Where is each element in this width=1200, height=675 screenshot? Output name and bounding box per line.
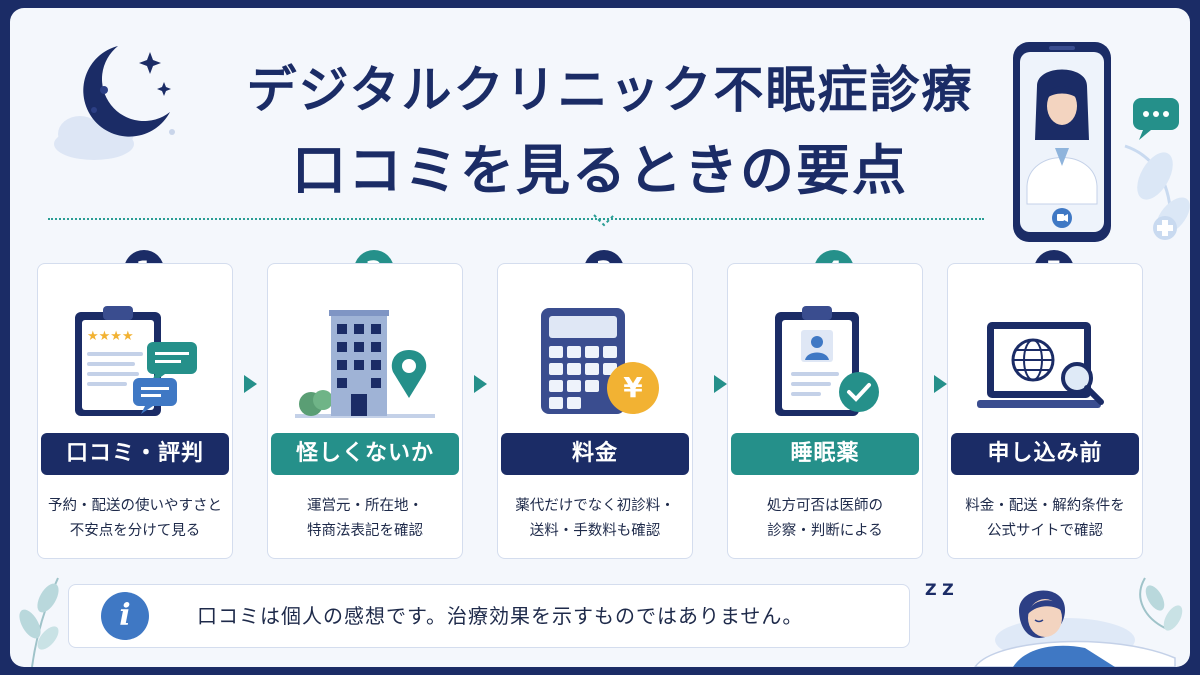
moon-icon — [32, 34, 212, 164]
step-card-before-applying: 申し込み前 料金・配送・解約条件を 公式サイトで確認 — [947, 263, 1143, 559]
step-desc-fees: 薬代だけでなく初診料・ 送料・手数料も確認 — [498, 494, 692, 544]
clipboard-review-icon: ★★★★ — [55, 300, 215, 422]
step-label-sleeping-pills: 睡眠薬 — [731, 433, 919, 475]
step-desc-trust: 運営元・所在地・ 特商法表記を確認 — [268, 494, 462, 544]
sleep-z-icon: Z Z — [925, 580, 954, 599]
desc-line: 不安点を分けて見る — [69, 523, 201, 539]
step-card-fees: ¥ 料金 薬代だけでなく初診料・ 送料・手数料も確認 — [497, 263, 693, 559]
arrow-right-icon — [474, 375, 487, 393]
laptop-search-icon — [965, 300, 1125, 422]
title-line-2: 口コミを見るときの要点 — [292, 139, 908, 202]
svg-text:★★★★: ★★★★ — [87, 329, 134, 344]
leaf-decoration-icon — [14, 568, 74, 667]
desc-line: 送料・手数料も確認 — [529, 523, 661, 539]
step-desc-reviews: 予約・配送の使いやすさと 不安点を分けて見る — [38, 494, 232, 544]
dotted-divider — [48, 218, 984, 220]
desc-line: 料金・配送・解約条件を — [965, 498, 1125, 514]
clipboard-doctor-check-icon — [745, 300, 905, 422]
desc-line: 薬代だけでなく初診料・ — [515, 498, 675, 514]
step-desc-sleeping-pills: 処方可否は医師の 診察・判断による — [728, 494, 922, 544]
divider-notch — [592, 213, 616, 229]
sleeping-person-illustration: Z Z — [915, 568, 1190, 667]
step-label-fees: 料金 — [501, 433, 689, 475]
step-card-sleeping-pills: 睡眠薬 処方可否は医師の 診察・判断による — [727, 263, 923, 559]
step-desc-before-applying: 料金・配送・解約条件を 公式サイトで確認 — [948, 494, 1142, 544]
arrow-right-icon — [714, 375, 727, 393]
infographic-frame: デジタルクリニック不眠症診療 口コミを見るときの要点 — [10, 8, 1190, 667]
desc-line: 予約・配送の使いやすさと — [48, 498, 222, 514]
title-line-1: デジタルクリニック不眠症診療 — [246, 61, 974, 119]
yen-icon: ¥ — [623, 371, 643, 404]
disclaimer-banner: i 口コミは個人の感想です。治療効果を示すものではありません。 — [68, 584, 910, 648]
arrow-right-icon — [244, 375, 257, 393]
step-label-trust: 怪しくないか — [271, 433, 459, 475]
disclaimer-text: 口コミは個人の感想です。治療効果を示すものではありません。 — [197, 604, 804, 628]
desc-line: 処方可否は医師の — [767, 498, 883, 514]
step-label-reviews: 口コミ・評判 — [41, 433, 229, 475]
info-icon: i — [101, 592, 149, 640]
desc-line: 公式サイトで確認 — [987, 523, 1103, 539]
step-card-trust: 怪しくないか 運営元・所在地・ 特商法表記を確認 — [267, 263, 463, 559]
step-card-reviews: ★★★★ 口コミ・評判 予約・配送の使いやすさと 不安点を分けて見る — [37, 263, 233, 559]
phone-doctor-illustration — [1005, 36, 1190, 251]
calculator-yen-icon: ¥ — [515, 300, 675, 422]
desc-line: 診察・判断による — [767, 523, 883, 539]
building-location-icon — [285, 300, 445, 422]
desc-line: 特商法表記を確認 — [307, 523, 423, 539]
step-label-before-applying: 申し込み前 — [951, 433, 1139, 475]
desc-line: 運営元・所在地・ — [307, 498, 423, 514]
arrow-right-icon — [934, 375, 947, 393]
